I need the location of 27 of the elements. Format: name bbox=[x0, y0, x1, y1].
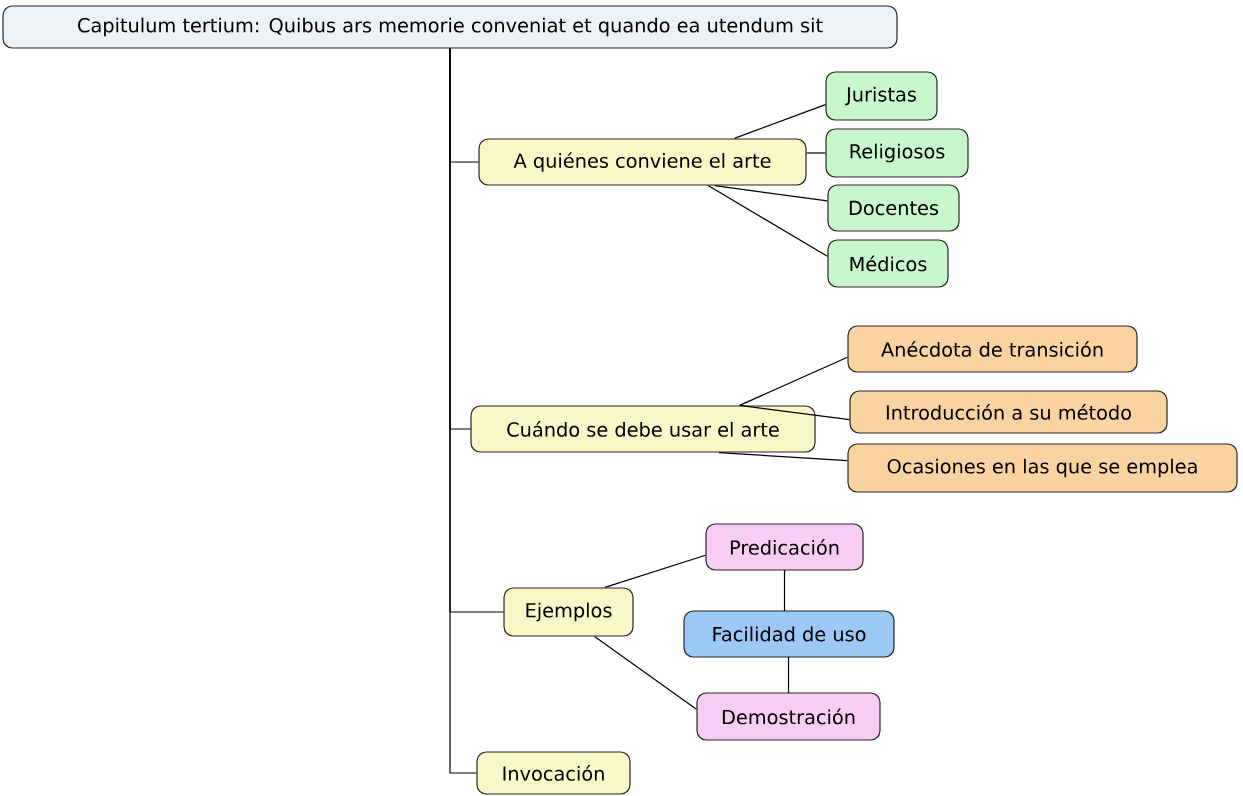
topic-box: Anécdota de transición bbox=[847, 325, 1138, 373]
topic-box: Demostración bbox=[696, 692, 881, 741]
connector-line bbox=[718, 452, 848, 462]
topic-box: Facilidad de uso bbox=[683, 610, 895, 658]
topic-box: Predicación bbox=[705, 523, 864, 571]
topic-box: Ejemplos bbox=[503, 587, 634, 637]
topic-box: A quiénes conviene el arte bbox=[478, 138, 807, 186]
title-box: Capitulum tertium: Quibus ars memorie conveniat et quando ea utendum sit bbox=[2, 5, 898, 49]
topic-box: Juristas bbox=[825, 71, 938, 121]
connector-line bbox=[604, 554, 706, 588]
connector-line bbox=[449, 48, 477, 774]
topic-box: Introducción a su método bbox=[849, 390, 1168, 434]
connector-line bbox=[714, 185, 828, 202]
topic-box: Religiosos bbox=[825, 128, 969, 178]
topic-box: Ocasiones en las que se emplea bbox=[847, 443, 1238, 493]
connector-line bbox=[783, 569, 786, 612]
connector-line bbox=[806, 152, 826, 154]
connector-line bbox=[707, 185, 828, 257]
topic-box: Cuándo se debe usar el arte bbox=[470, 405, 816, 453]
connector-line bbox=[739, 356, 848, 406]
connector-line bbox=[733, 104, 826, 139]
topic-box: Médicos bbox=[827, 239, 949, 288]
topic-box: Invocación bbox=[476, 751, 631, 795]
connector-line bbox=[593, 636, 697, 710]
topic-box: Docentes bbox=[827, 184, 960, 232]
connector-line bbox=[739, 404, 850, 421]
connector-line bbox=[787, 656, 790, 694]
